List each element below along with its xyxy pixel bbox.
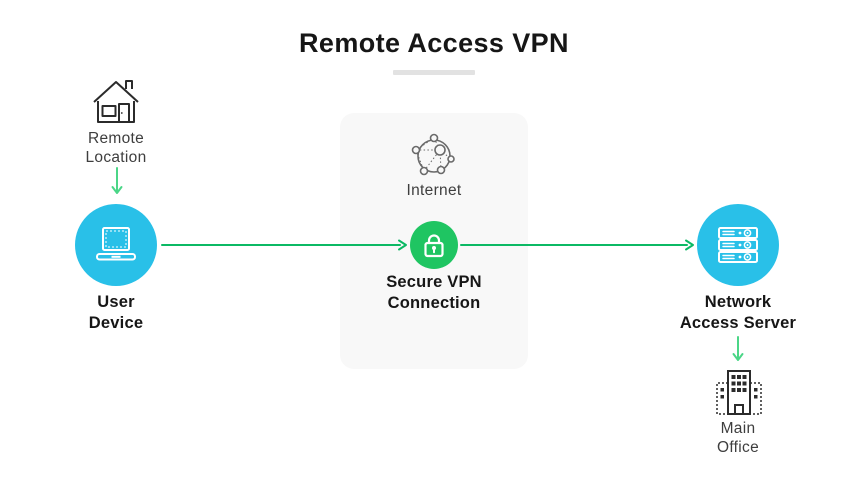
remote-location-label: Remote Location [46,129,186,167]
label-line: Secure VPN [386,273,482,291]
office-building-icon [711,368,767,416]
label-line: User [97,293,135,311]
label-line: Access Server [679,314,797,332]
arrow-down-server-to-office-icon [730,336,746,365]
arrow-down-remote-to-device-icon [109,167,125,198]
internet-label: Internet [406,182,462,199]
arrow-device-to-vpn-icon [160,236,408,254]
label-line: Main [720,420,756,437]
arrow-vpn-to-server-icon [459,236,695,254]
label-line: Connection [387,294,481,312]
label-line: Location [85,149,147,166]
lock-icon [421,231,447,259]
main-office-label: Main Office [678,419,798,457]
secure-vpn-node [410,221,458,269]
server-icon [716,223,760,267]
laptop-icon [94,226,138,264]
network-access-server-node [697,204,779,286]
globe-network-icon [406,127,462,183]
user-device-node [75,204,157,286]
label-line: Remote [87,130,145,147]
house-icon [88,76,144,126]
secure-vpn-label: Secure VPN Connection [354,272,514,314]
page-title: Remote Access VPN [299,28,569,58]
label-line: Network [704,293,772,311]
title-underline [393,70,475,75]
user-device-label: User Device [46,292,186,334]
network-access-server-label: Network Access Server [653,292,823,334]
label-line: Office [716,439,759,456]
label-line: Device [88,314,144,332]
